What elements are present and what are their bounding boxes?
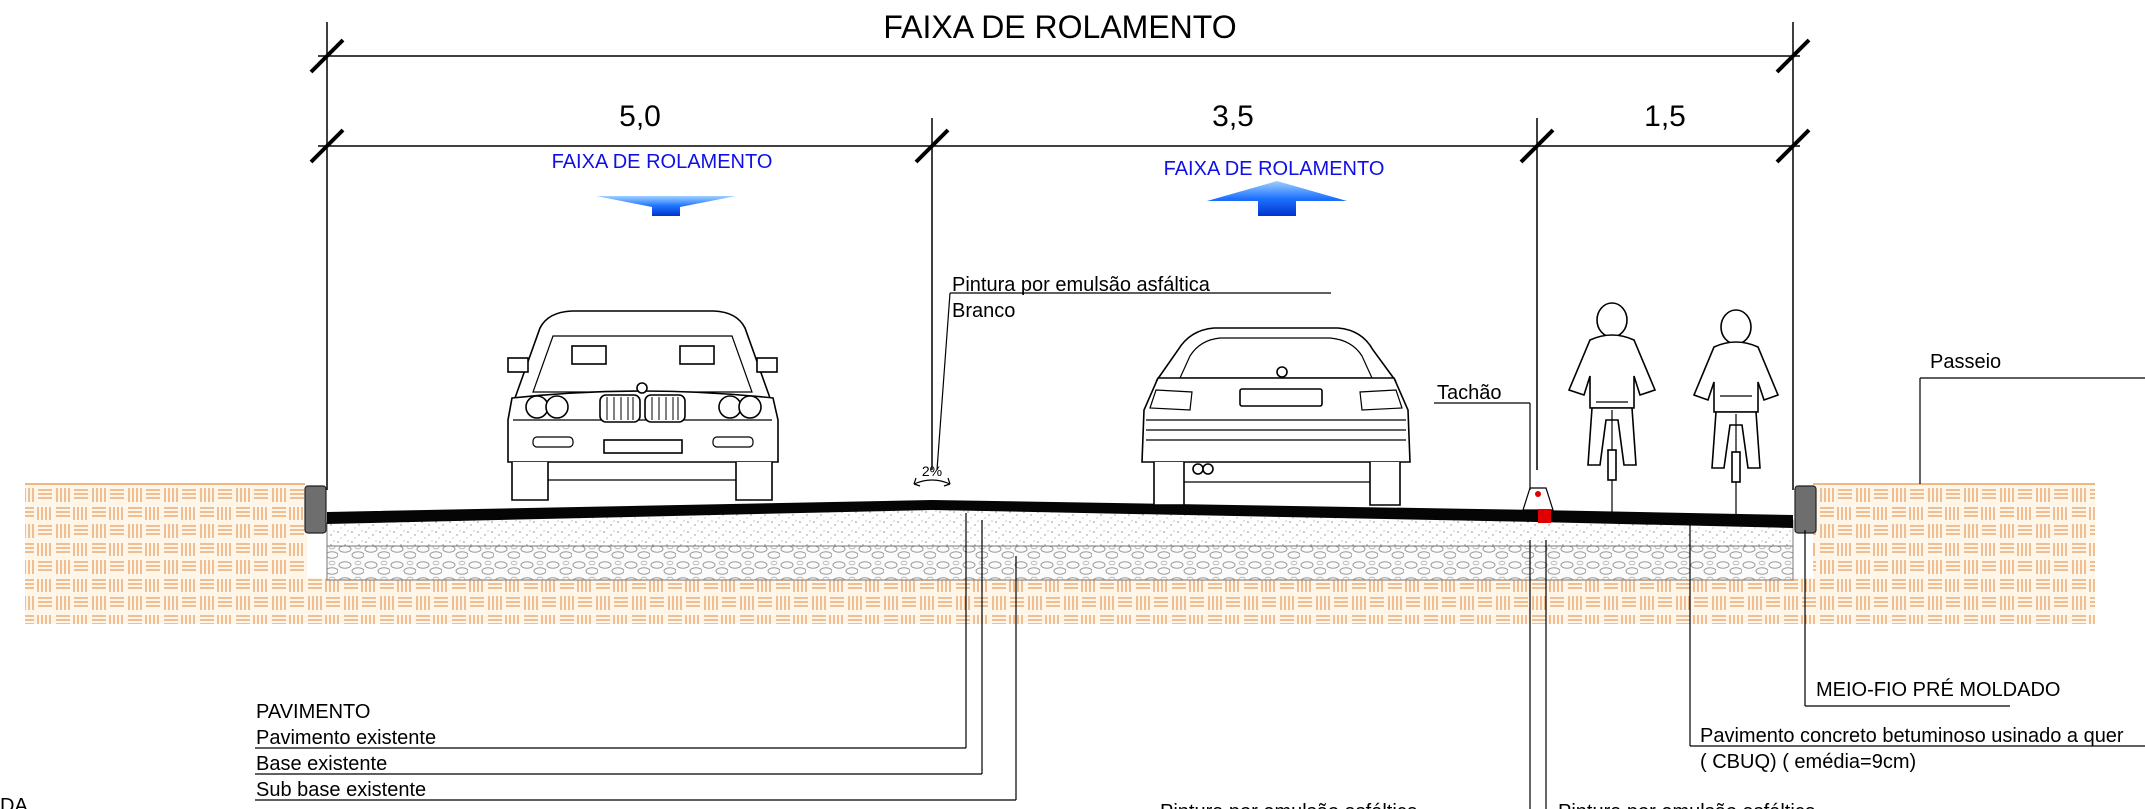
lane-label-1: FAIXA DE ROLAMENTO bbox=[552, 151, 773, 173]
lane-dimensions bbox=[309, 118, 1811, 470]
tachao-leader bbox=[1434, 402, 1531, 490]
cyclist-icon bbox=[1692, 309, 1780, 514]
cut-text-paint-right: Pintura por emulsão asfáltica bbox=[1558, 801, 1817, 809]
arrow-down-icon bbox=[596, 196, 736, 216]
cut-text-left-edge: DA bbox=[0, 795, 28, 809]
cut-text-paint-left: Pintura por emulsão asfáltica bbox=[1160, 801, 1419, 809]
car-front-icon bbox=[507, 310, 779, 501]
sub-base-layer bbox=[326, 545, 1794, 581]
lane-label-2: FAIXA DE ROLAMENTO bbox=[1164, 158, 1385, 180]
pavimento-leaders bbox=[255, 513, 1017, 801]
pavimento-item-1: Pavimento existente bbox=[256, 727, 436, 749]
bottom-paint-leaders bbox=[1529, 540, 1547, 809]
pavimento-heading: PAVIMENTO bbox=[256, 701, 370, 723]
pavimento-item-3: Sub base existente bbox=[256, 779, 426, 801]
drawing-title: FAIXA DE ROLAMENTO bbox=[883, 9, 1236, 45]
slope-label: 2% bbox=[922, 463, 942, 479]
soil-under-pavement bbox=[305, 578, 1815, 624]
meio-fio-leader bbox=[1804, 530, 2010, 707]
cyclist-icon bbox=[1567, 302, 1657, 512]
slope-indicator bbox=[913, 477, 951, 487]
tachao-marker bbox=[1522, 487, 1554, 523]
soil-left bbox=[25, 483, 307, 624]
paint-note-leader bbox=[936, 292, 1331, 471]
soil-right bbox=[1813, 483, 2095, 624]
curb-right bbox=[1794, 485, 1817, 534]
meio-fio-label: MEIO-FIO PRÉ MOLDADO bbox=[1816, 678, 2060, 701]
overall-dimension bbox=[309, 22, 1811, 490]
paint-note-line-2: Branco bbox=[952, 300, 1015, 322]
dimension-lane-1: 5,0 bbox=[619, 100, 661, 133]
arrow-up-icon bbox=[1207, 181, 1347, 216]
pavimento-item-2: Base existente bbox=[256, 753, 387, 775]
cbuq-leader bbox=[1689, 525, 2145, 747]
paint-note-line-1: Pintura por emulsão asfáltica bbox=[952, 274, 1211, 296]
passeio-label: Passeio bbox=[1930, 351, 2001, 373]
tachao-label: Tachão bbox=[1437, 382, 1502, 404]
cbuq-line-2: ( CBUQ) ( emédia=9cm) bbox=[1700, 751, 1916, 773]
passeio-leader bbox=[1919, 377, 2145, 484]
curb-left bbox=[304, 485, 327, 534]
dimension-lane-3: 1,5 bbox=[1644, 100, 1686, 133]
cbuq-line-1: Pavimento concreto betuminoso usinado a … bbox=[1700, 725, 2124, 747]
asphalt-surface bbox=[327, 500, 1793, 528]
dimension-lane-2: 3,5 bbox=[1212, 100, 1254, 133]
car-rear-icon bbox=[1141, 327, 1411, 506]
